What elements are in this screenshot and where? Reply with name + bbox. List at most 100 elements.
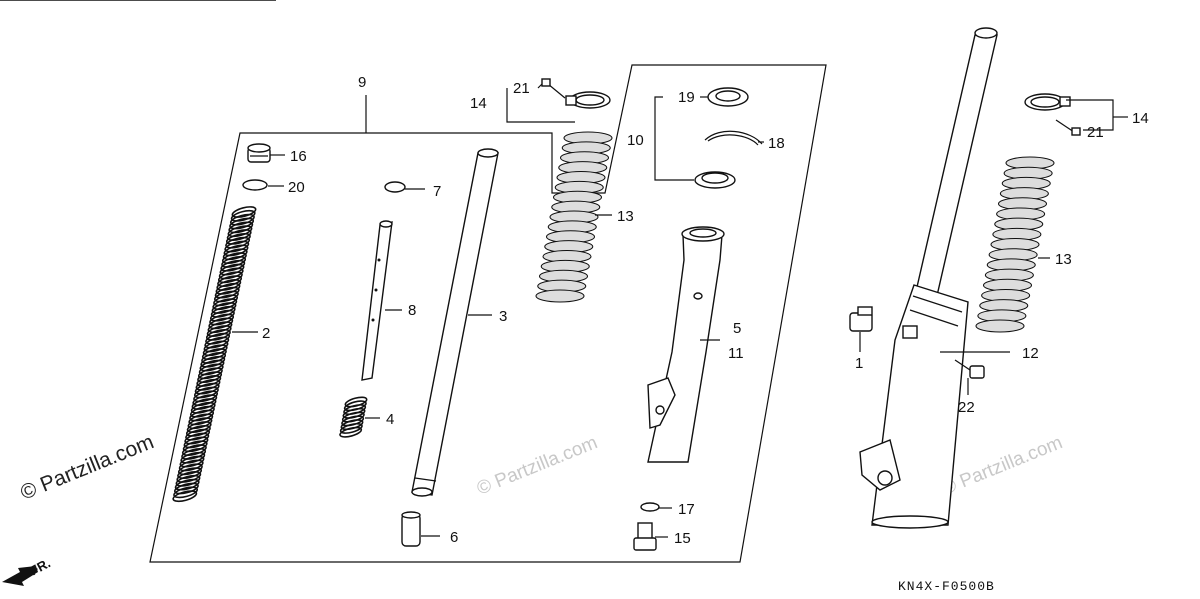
spring-coil xyxy=(201,352,227,364)
part-3-fork-tube xyxy=(411,148,499,497)
spring-coil xyxy=(215,282,241,295)
part-13-fork-boot-right xyxy=(975,156,1055,333)
leader-lines xyxy=(232,83,1128,538)
spring-coil xyxy=(214,286,240,299)
spring-coil xyxy=(208,317,234,330)
callout-20: 20 xyxy=(288,179,305,196)
part-2-fork-spring xyxy=(172,206,257,503)
spring-coil xyxy=(205,328,231,341)
spring-coil xyxy=(209,309,235,322)
spring-coil xyxy=(339,422,363,434)
front-direction-indicator: FR. xyxy=(2,555,53,586)
part-21-clamp-bolt-right xyxy=(1055,119,1081,136)
spring-coil xyxy=(189,405,215,418)
callout-5: 5 xyxy=(733,320,741,337)
spring-coil xyxy=(176,471,202,483)
spring-coil xyxy=(221,252,247,264)
callout-8: 8 xyxy=(408,302,416,319)
spring-coil xyxy=(188,413,214,426)
part-1-clip xyxy=(849,306,873,332)
diagram-code: KN4X-F0500B xyxy=(898,579,995,594)
spring-coil xyxy=(192,394,218,407)
spring-coil xyxy=(224,240,250,253)
part-16-cap-bolt xyxy=(247,143,271,163)
spring-coil xyxy=(197,367,223,380)
spring-coil xyxy=(199,359,225,372)
part-7-piston-ring xyxy=(384,181,406,193)
callout-14-right: 14 xyxy=(1132,110,1149,127)
spring-coil xyxy=(187,417,213,430)
spring-coil xyxy=(213,294,239,307)
callout-16: 16 xyxy=(290,148,307,165)
callout-13-right: 13 xyxy=(1055,251,1072,268)
spring-coil xyxy=(210,305,236,318)
spring-coil xyxy=(223,244,249,257)
spring-coil xyxy=(218,267,244,280)
spring-coil xyxy=(173,486,199,499)
part-12-right-fork-assembly xyxy=(0,0,998,529)
boot-pleat xyxy=(535,289,585,303)
part-21-clamp-bolt-left xyxy=(541,78,566,99)
part-14-boot-clamp-left xyxy=(565,91,611,109)
spring-coil xyxy=(228,221,254,234)
callout-9: 9 xyxy=(358,74,366,91)
part-6-oil-lock-piece xyxy=(401,511,421,547)
callout-3: 3 xyxy=(499,308,507,325)
callout-10: 10 xyxy=(627,132,644,149)
callout-4: 4 xyxy=(386,411,394,428)
spring-coil xyxy=(193,390,219,403)
spring-coil xyxy=(177,467,203,480)
part-20-o-ring xyxy=(242,179,268,191)
spring-coil xyxy=(221,256,247,268)
spring-coil xyxy=(180,451,206,464)
callout-12: 12 xyxy=(1022,345,1039,362)
spring-coil xyxy=(191,398,217,410)
part-4-rebound-spring xyxy=(339,396,368,438)
callout-21-left: 21 xyxy=(513,80,530,97)
spring-coil xyxy=(211,302,237,314)
spring-coil xyxy=(183,436,209,449)
spring-coil xyxy=(185,428,211,441)
part-14-boot-clamp-right xyxy=(1024,93,1071,111)
part-18-stopper-ring xyxy=(704,130,763,146)
callout-14-left: 14 xyxy=(470,95,487,112)
spring-coil xyxy=(174,478,200,491)
spring-coil xyxy=(200,355,226,368)
callout-19: 19 xyxy=(678,89,695,106)
part-13-fork-boot-left xyxy=(535,131,613,303)
spring-coil xyxy=(193,386,219,399)
spring-coil xyxy=(225,236,251,249)
spring-coil xyxy=(194,382,220,395)
spring-coil xyxy=(217,271,243,284)
spring-coil xyxy=(189,409,215,422)
spring-coil xyxy=(212,298,238,311)
callout-11: 11 xyxy=(728,345,744,362)
spring-coil xyxy=(220,259,246,272)
spring-coil xyxy=(229,217,255,230)
spring-coil xyxy=(206,325,232,337)
spring-coil xyxy=(196,375,222,387)
part-8-damper-rod xyxy=(361,220,393,381)
spring-coil xyxy=(172,490,198,503)
part-5-bottom-case xyxy=(647,226,725,463)
part-10-back-up-ring xyxy=(694,171,736,189)
spring-coil xyxy=(175,474,201,487)
spring-coil xyxy=(197,371,223,384)
watermark-faint-1: © Partzilla.com xyxy=(474,432,601,499)
watermark-faint-2: © Partzilla.com xyxy=(939,432,1066,499)
spring-coil xyxy=(222,248,248,261)
spring-coil xyxy=(225,232,251,245)
spring-coil xyxy=(231,206,257,218)
spring-coil xyxy=(178,459,204,472)
watermark-main: © Partzilla.com xyxy=(17,430,157,504)
callout-15: 15 xyxy=(674,530,691,547)
callout-21-right: 21 xyxy=(1087,124,1104,141)
spring-coil xyxy=(182,440,208,453)
spring-coil xyxy=(230,209,256,222)
spring-coil xyxy=(216,279,242,291)
spring-coil xyxy=(186,421,212,433)
arrow-left-icon xyxy=(2,566,38,586)
spring-coil xyxy=(227,225,253,238)
spring-coil xyxy=(219,263,245,276)
